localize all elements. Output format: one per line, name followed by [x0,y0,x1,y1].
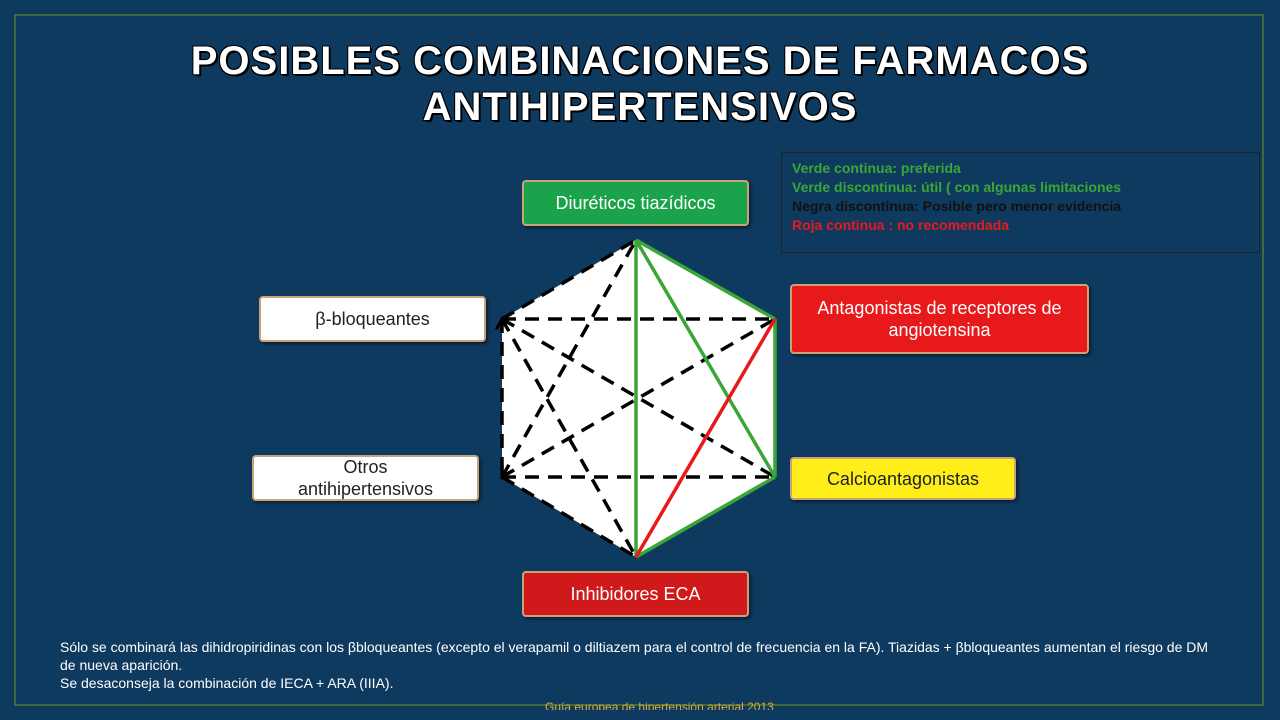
edge-diureticos-calcio [634,239,777,478]
edge-otros-ieca [501,475,637,559]
edge-beta-calcio [501,317,776,479]
node-ara: Antagonistas de receptores de angiotensi… [790,284,1089,354]
source-citation: Guía europea de hipertensión arterial 20… [545,700,774,710]
combination-lines [494,238,777,559]
edge-diureticos-ara [635,238,776,321]
node-otros: Otros antihipertensivos [252,455,479,501]
edge-otros-ara [501,317,776,479]
edge-ara-ieca [634,318,777,558]
footer-note-1: Sólo se combinará las dihidropiridinas c… [60,639,1209,673]
line-legend: Verde continua: preferida Verde disconti… [781,152,1260,253]
edge-beta-diureticos [501,238,637,321]
node-calcio: Calcioantagonistas [790,457,1016,500]
node-otros-label: Otros antihipertensivos [297,457,434,499]
node-betabloqueantes: β-bloqueantes [259,296,486,342]
node-ara-label: Antagonistas de receptores de angiotensi… [817,298,1062,340]
arrowhead-beta-otros [494,315,510,331]
node-calcio-label: Calcioantagonistas [826,468,980,489]
footer-notes: Sólo se combinará las dihidropiridinas c… [60,638,1210,692]
node-diureticos-label: Diuréticos tiazídicos [555,193,716,213]
legend-item-dashed-green: Verde discontinua: útil ( con algunas li… [792,179,1122,195]
node-ieca-label: Inhibidores ECA [570,584,701,604]
slide-title: POSIBLES COMBINACIONES DE FARMACOS ANTIH… [100,38,1180,130]
title-line-1: POSIBLES COMBINACIONES DE FARMACOS [190,39,1090,83]
legend-item-dashed-black: Negra discontinua: Posible pero menor ev… [792,198,1122,214]
node-diureticos: Diuréticos tiazídicos [522,180,749,226]
node-ieca: Inhibidores ECA [522,571,749,617]
legend-item-solid-green: Verde continua: preferida [792,160,961,176]
footer-note-2: Se desaconseja la combinación de IECA + … [60,675,394,691]
legend-item-solid-red: Roja continua : no recomendada [792,217,1010,233]
edge-calcio-ieca [635,475,776,559]
title-line-2: ANTIHIPERTENSIVOS [422,85,858,129]
slide-frame [14,14,1264,706]
hexagon-shape [502,240,775,557]
node-betabloqueantes-label: β-bloqueantes [315,309,430,329]
